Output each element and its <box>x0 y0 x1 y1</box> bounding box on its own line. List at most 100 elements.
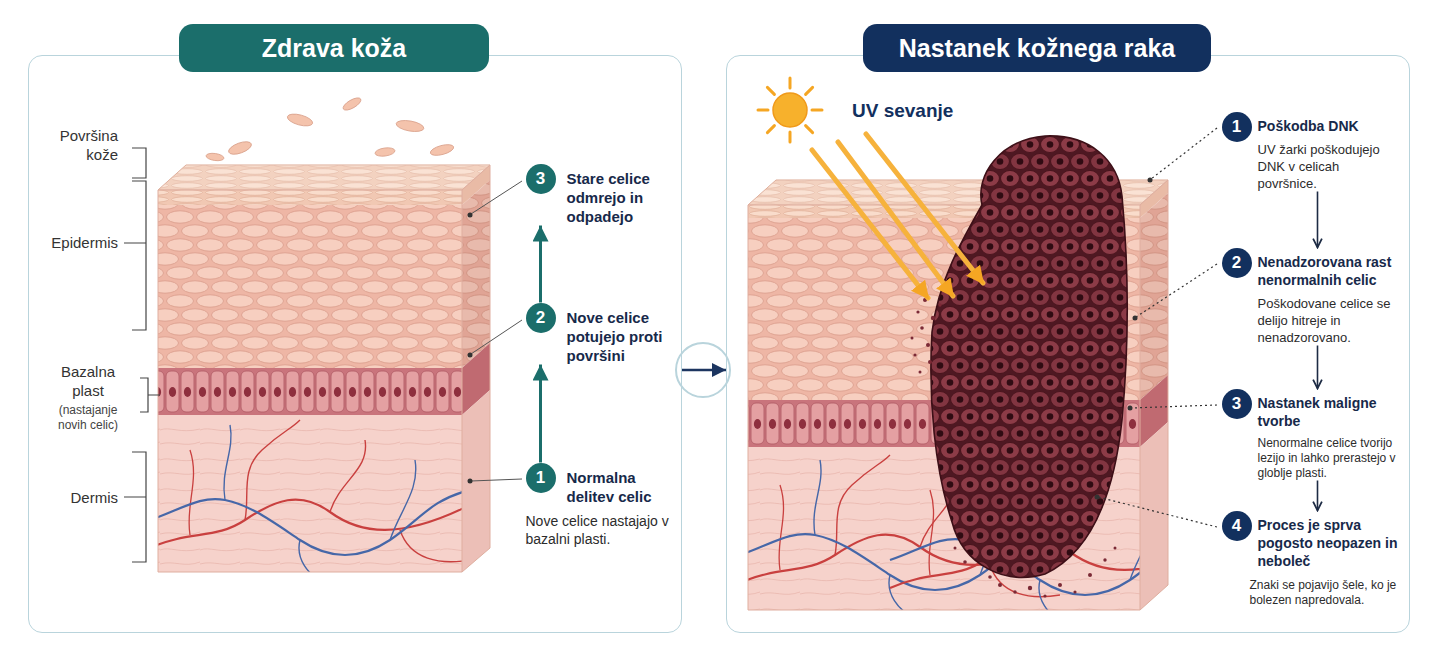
malignant-tumor <box>926 343 930 347</box>
flow-arrow <box>1317 346 1319 389</box>
malignant-tumor <box>1043 594 1046 597</box>
leader-line <box>1131 405 1217 408</box>
dead-cell-flakes <box>206 96 455 162</box>
flow-arrow <box>539 365 542 463</box>
malignant-tumor <box>931 136 1127 577</box>
sun-icon <box>806 87 813 94</box>
malignant-tumor <box>931 316 935 320</box>
step-callout: 3Stare celice odmrejo in odpadejo <box>526 164 672 226</box>
healthy-skin-block <box>158 420 462 572</box>
cancer-skin-block <box>1140 422 1168 610</box>
sun-icon <box>767 87 774 94</box>
malignant-tumor <box>1073 590 1076 593</box>
malignant-tumor <box>1013 590 1016 593</box>
leader-dot <box>1148 178 1153 183</box>
sun-icon <box>789 78 792 88</box>
healthy-skin-block <box>158 368 462 415</box>
leader-line <box>1136 264 1217 317</box>
step-heading: Poškodba DNK <box>1258 117 1404 135</box>
leader-line <box>471 181 522 214</box>
sun-icon <box>767 126 774 133</box>
dead-cell-flakes <box>341 96 362 113</box>
flow-arrow <box>539 226 542 303</box>
sun-icon <box>773 93 807 127</box>
panel-title: Nastanek kožnega raka <box>863 24 1211 72</box>
step-heading: Proces je sprva pogosto neopazen in nebo… <box>1258 516 1404 570</box>
flow-arrow <box>1317 481 1319 511</box>
layer-label: Površina kože <box>40 126 118 164</box>
step-heading: Nove celice potujejo proti površini <box>567 308 675 365</box>
leader-dot <box>1128 406 1133 411</box>
dead-cell-flakes <box>395 119 424 134</box>
step-heading: Stare celice odmrejo in odpadejo <box>567 169 667 226</box>
panel-box: 1Poškodba DNKUV žarki poškodujejo DNK v … <box>726 55 1410 633</box>
leader-line <box>471 320 522 354</box>
layer-bracket <box>124 452 146 562</box>
cancer-skin-block <box>1140 193 1168 400</box>
leader-dot <box>468 353 473 358</box>
dead-cell-flakes <box>227 139 253 157</box>
step-callout: 3Nastanek maligne tvorbeNenormalne celic… <box>1222 389 1404 481</box>
healthy-skin-block <box>462 180 490 368</box>
step-callout: 4Proces je sprva pogosto neopazen in neb… <box>1222 511 1404 608</box>
healthy-skin-block <box>158 420 462 572</box>
malignant-tumor <box>954 547 957 550</box>
uv-ray-arrow <box>866 134 983 283</box>
transition-circle <box>676 343 730 397</box>
flow-arrow <box>1317 192 1319 248</box>
callout-number: 4 <box>1222 511 1252 541</box>
malignant-tumor <box>998 583 1002 587</box>
leader-dot <box>468 213 473 218</box>
sun-icon <box>789 132 792 142</box>
malignant-tumor <box>913 353 916 356</box>
malignant-tumor <box>911 278 1117 597</box>
flow-arrow <box>682 369 726 372</box>
step-text: UV žarki poškodujejo DNK v celicah površ… <box>1258 141 1398 192</box>
uv-ray-arrow <box>812 150 928 298</box>
healthy-skin-block <box>158 165 490 572</box>
callout-number: 2 <box>526 303 556 333</box>
healthy-skin-block <box>462 180 490 368</box>
step-callout: 2 Nove celice potujejo proti površini <box>526 303 675 365</box>
healthy-skin-block <box>158 165 490 190</box>
malignant-tumor <box>916 310 919 313</box>
malignant-tumor <box>1028 586 1032 590</box>
layer-label: Epidermis <box>30 233 118 252</box>
step-heading: Nenadzorovana rast nenormalnih celic <box>1258 253 1404 289</box>
callout-number: 1 <box>526 463 556 493</box>
malignant-tumor <box>1103 558 1106 561</box>
step-text: Nove celice nastajajo v bazalni plasti. <box>526 512 672 548</box>
malignant-tumor <box>1088 573 1092 577</box>
layer-label: Bazalna plast <box>50 362 126 400</box>
malignant-tumor <box>1114 547 1117 550</box>
connector-group <box>541 192 1318 511</box>
sun-icon <box>758 109 768 112</box>
step-text: Znaki se pojavijo šele, ko je bolezen na… <box>1250 578 1402 608</box>
malignant-tumor <box>963 560 967 564</box>
layer-bracket <box>124 181 146 330</box>
sun-icon <box>806 126 813 133</box>
sun-icon <box>758 78 822 142</box>
malignant-tumor <box>911 136 1128 598</box>
leader-line <box>471 479 522 481</box>
healthy-skin-block <box>150 165 490 580</box>
dead-cell-flakes <box>206 152 225 161</box>
layer-bracket <box>124 148 160 562</box>
healthy-skin-block <box>158 165 490 190</box>
leader-line <box>1151 128 1217 179</box>
leader-dot <box>468 479 473 484</box>
panel-box: 3Stare celice odmrejo in odpadejo2Nove c… <box>28 55 682 633</box>
layer-bracket <box>132 148 146 178</box>
healthy-skin-block <box>158 205 462 368</box>
healthy-skin-block <box>158 190 462 205</box>
step-text: Poškodovane celice se delijo hitreje in … <box>1258 295 1398 346</box>
step-text: Nenormalne celice tvorijo lezijo in lahk… <box>1258 436 1404 481</box>
malignant-tumor <box>938 303 941 306</box>
step-heading: Nastanek maligne tvorbe <box>1258 394 1404 430</box>
uv-ray-arrow <box>812 134 983 298</box>
sun-icon <box>812 109 822 112</box>
malignant-tumor <box>1058 583 1062 587</box>
